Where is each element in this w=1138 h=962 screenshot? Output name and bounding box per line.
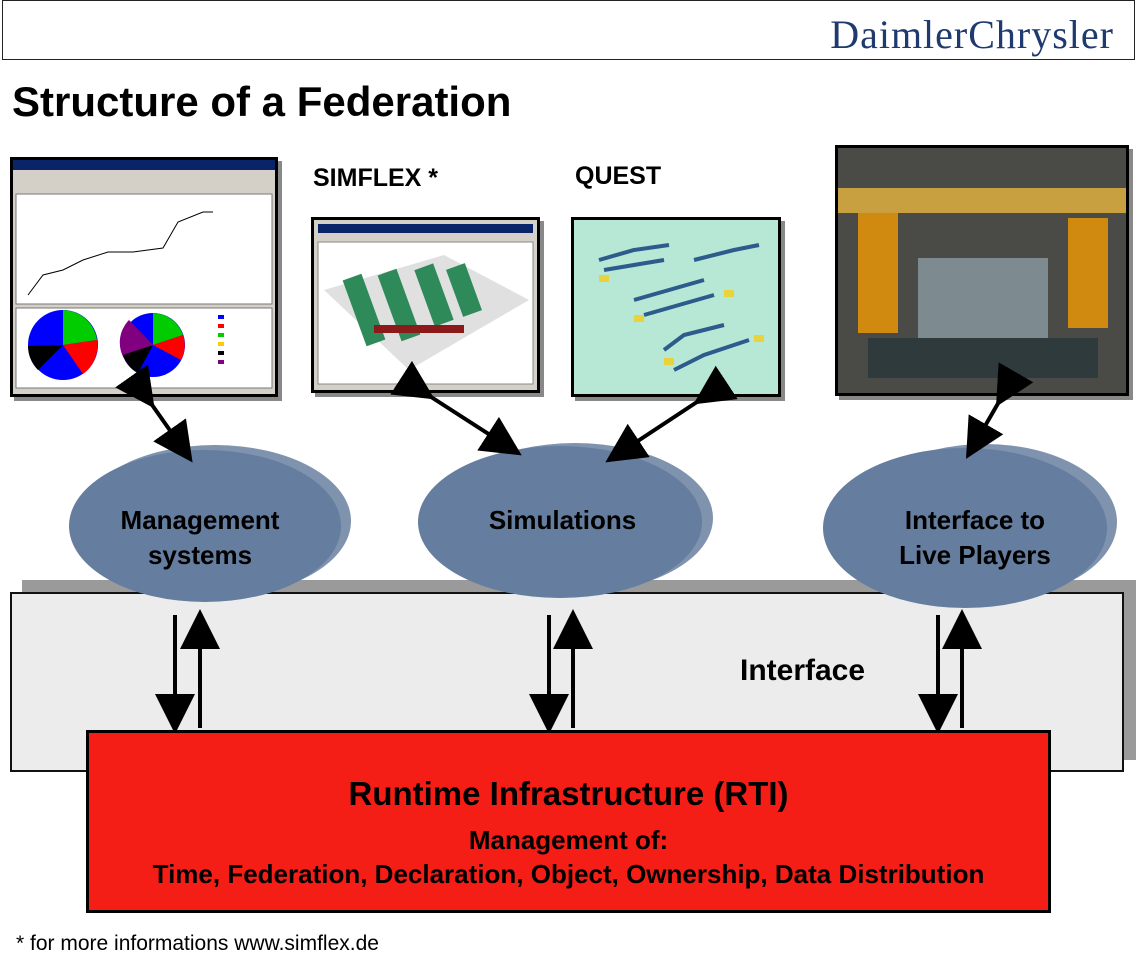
header-bar: DaimlerChrysler — [2, 0, 1135, 60]
arrow-quest-sim — [605, 365, 738, 463]
live-players-photo — [835, 145, 1129, 396]
rti-subtitle: Management of: — [468, 825, 669, 855]
live-cloud-label: Interface to Live Players — [860, 503, 1090, 573]
live-line1: Interface to — [904, 505, 1046, 535]
daimlerchrysler-logo: DaimlerChrysler — [830, 12, 1114, 57]
rti-list: Time, Federation, Declaration, Object, O… — [152, 859, 985, 889]
rti-title: Runtime Infrastructure (RTI) — [348, 775, 789, 812]
live-line2: Live Players — [899, 540, 1051, 570]
quest-label: QUEST — [575, 162, 662, 190]
arrow-simflex-sim — [390, 360, 522, 456]
page-title: Structure of a Federation — [12, 78, 512, 125]
live-players-cloud — [823, 444, 1117, 608]
simflex-label: SIMFLEX * — [313, 164, 439, 192]
arrow-live-photo — [966, 362, 1034, 459]
simulations-cloud-label: Simulations — [440, 503, 685, 538]
management-line1: Management — [120, 505, 280, 535]
simulations-line1: Simulations — [488, 505, 637, 535]
simulations-cloud — [418, 443, 713, 598]
rti-box: Runtime Infrastructure (RTI) Management … — [86, 730, 1051, 913]
arrow-management-screen — [115, 364, 193, 463]
footnote: * for more informations www.simflex.de — [16, 932, 379, 955]
interface-label: Interface — [740, 654, 866, 687]
management-line2: systems — [147, 540, 253, 570]
management-cloud-label: Management systems — [80, 503, 320, 573]
management-cloud — [69, 445, 351, 602]
